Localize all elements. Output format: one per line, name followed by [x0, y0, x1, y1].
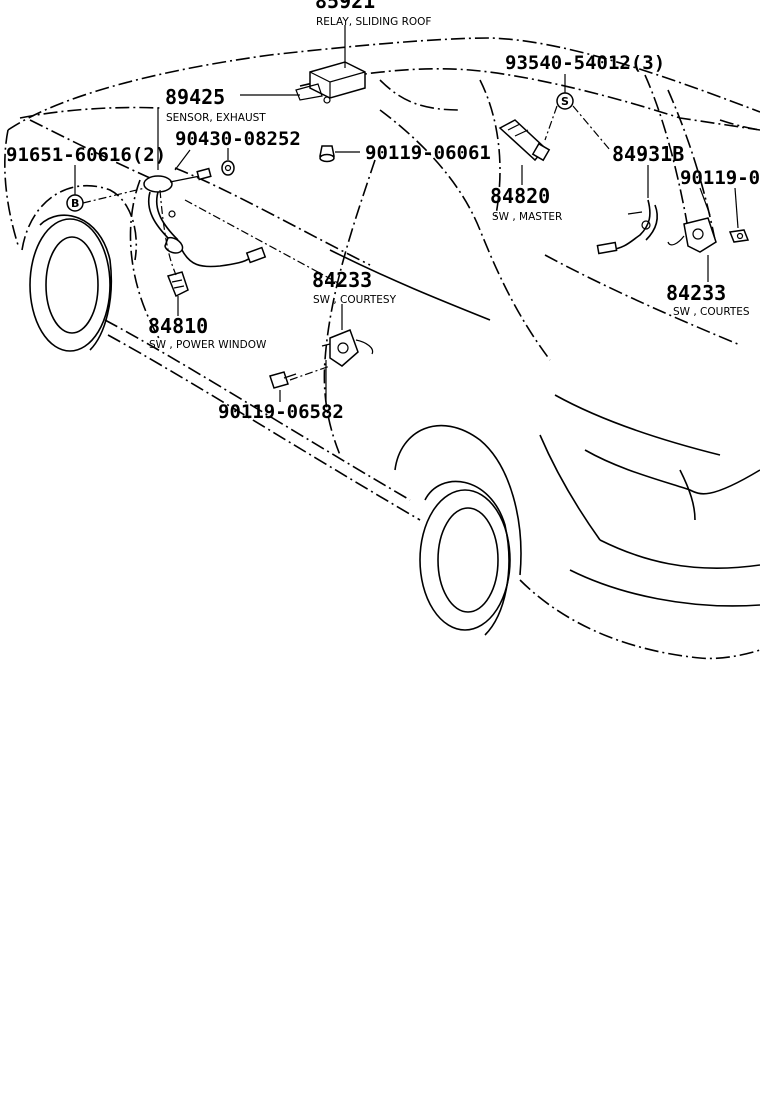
- part-number-90119-right[interactable]: 90119-0: [680, 167, 760, 189]
- rear-quarter-lower: [569, 569, 760, 607]
- sw-power-window-graphic[interactable]: [166, 271, 189, 298]
- a-pillar: [129, 179, 161, 341]
- front-wheel-arch: [21, 184, 138, 261]
- rear-window-edge: [479, 79, 501, 221]
- roof-pillar-right: [644, 74, 691, 241]
- part-number-93540-54012[interactable]: 93540-54012(3): [505, 52, 665, 74]
- part-number-84233-front[interactable]: 84233: [312, 268, 372, 292]
- s-marker[interactable]: S: [556, 92, 574, 110]
- front-bumper: [4, 129, 19, 246]
- rear-wheel-inner: [437, 507, 499, 613]
- part-desc-sw-master: SW , MASTER: [492, 211, 562, 223]
- rear-deck-line: [544, 254, 741, 346]
- trunk-lid: [584, 449, 760, 495]
- part-desc-sw-courtesy-front: SW , COURTESY: [313, 294, 397, 306]
- part-number-84233-rear[interactable]: 84233: [666, 281, 726, 305]
- front-wheel-inner: [45, 236, 99, 334]
- windshield-upper: [299, 67, 760, 131]
- exhaust-sensor-graphic[interactable]: [143, 167, 267, 268]
- part-number-90430-08252[interactable]: 90430-08252: [175, 128, 301, 150]
- part-labels: 85921 RELAY, SLIDING ROOF 89425 SENSOR, …: [6, 0, 760, 423]
- rear-wheel-arch: [394, 424, 522, 576]
- wire-84931b-graphic[interactable]: [596, 199, 658, 255]
- b-marker-letter: B: [71, 197, 79, 210]
- s-marker-letter: S: [561, 95, 569, 108]
- part-number-90119-06061[interactable]: 90119-06061: [365, 142, 491, 164]
- bolt-90119-06582-graphic[interactable]: [269, 371, 297, 389]
- front-wheel-outer: [29, 218, 111, 352]
- bolt-90430-graphic[interactable]: [221, 160, 235, 176]
- relay-sliding-roof-graphic[interactable]: [295, 61, 366, 104]
- bolt-90119-right-graphic[interactable]: [728, 229, 750, 243]
- hood-line: [29, 119, 151, 179]
- sw-courtesy-front-graphic[interactable]: [321, 329, 374, 367]
- rear-wheel-outer: [419, 489, 511, 631]
- rear-door-line: [329, 249, 491, 321]
- b-marker[interactable]: B: [66, 194, 84, 212]
- part-number-91651-60616[interactable]: 91651-60616(2): [6, 144, 166, 166]
- trunk-lid-lower: [599, 539, 760, 569]
- part-number-84820[interactable]: 84820: [490, 184, 550, 208]
- front-tire-tread: [39, 214, 113, 351]
- b-pillar: [323, 159, 376, 456]
- part-number-84810[interactable]: 84810: [148, 314, 208, 338]
- part-desc-sw-courtesy-rear: SW , COURTES: [673, 306, 750, 318]
- front-door-window: [174, 167, 371, 266]
- sill-line-lower: [107, 334, 421, 521]
- rear-deck-edge: [554, 394, 721, 456]
- roof-crease: [719, 119, 760, 131]
- rear-tire-tread: [424, 480, 510, 636]
- trunk-lid-corner: [679, 469, 696, 521]
- sw-master-graphic[interactable]: [498, 119, 551, 162]
- part-desc-sensor-exhaust: SENSOR, EXHAUST: [166, 112, 266, 124]
- part-number-84931b[interactable]: 84931B: [612, 142, 684, 166]
- sw-courtesy-rear-graphic[interactable]: [667, 217, 717, 253]
- part-desc-relay-sliding-roof: RELAY, SLIDING ROOF: [316, 16, 431, 28]
- car-body-outline: [4, 37, 760, 660]
- part-number-89425[interactable]: 89425: [165, 85, 225, 109]
- part-number-90119-06582[interactable]: 90119-06582: [218, 401, 344, 423]
- rear-bumper: [519, 579, 760, 660]
- rear-quarter-side: [539, 434, 601, 541]
- sill-line: [104, 319, 411, 501]
- bolt-90119-06061-graphic[interactable]: [319, 145, 335, 163]
- roof-pillar-right-2: [667, 89, 716, 241]
- windshield-left: [19, 106, 161, 119]
- part-desc-sw-power-window: SW , POWER WINDOW: [149, 339, 267, 351]
- part-number-85921[interactable]: 85921: [315, 0, 375, 13]
- leader-lines: [74, 25, 739, 402]
- sunroof-line: [379, 79, 461, 111]
